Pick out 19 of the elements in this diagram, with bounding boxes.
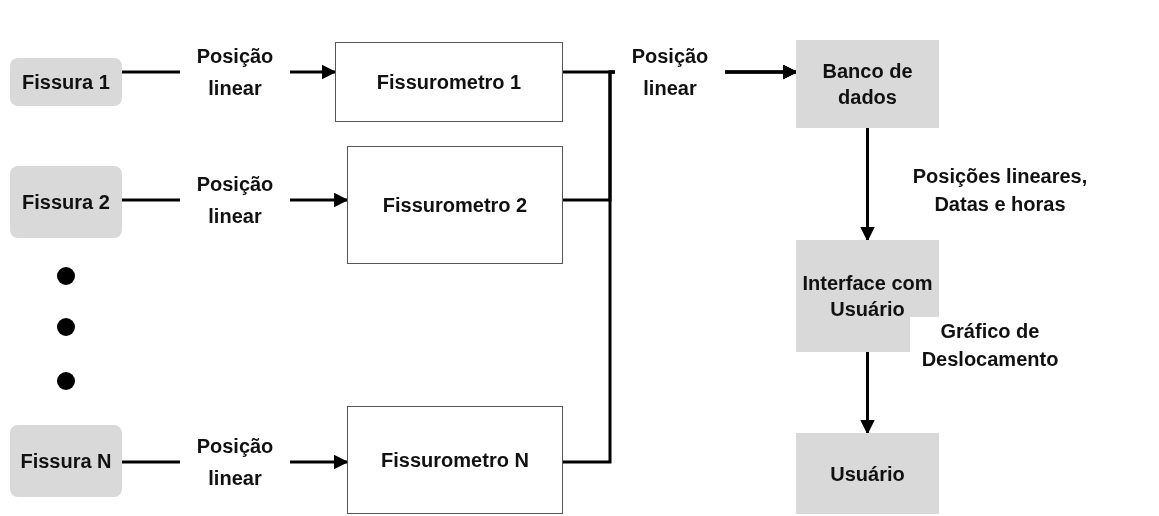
node-label: Fissurometro N (380, 448, 530, 473)
crack-box (10, 58, 122, 106)
node-label: Usuário (829, 461, 906, 487)
process-box (796, 240, 939, 352)
process-box (796, 433, 939, 514)
crack-box (10, 425, 122, 497)
node-label: Banco de dados (821, 59, 914, 110)
node-label: Fissura 1 (21, 70, 111, 95)
sensor-box (347, 146, 563, 264)
arrow (860, 128, 875, 242)
process-box (796, 40, 939, 128)
node-label: Fissura 2 (21, 190, 111, 215)
sensor-box (347, 406, 563, 514)
node-label: Fissurometro 2 (381, 193, 529, 218)
node-label: Fissurometro 1 (375, 70, 523, 95)
sensor-box (335, 42, 563, 122)
arrow (860, 352, 875, 435)
node-label: Fissura N (19, 449, 113, 474)
crack-box (10, 166, 122, 238)
